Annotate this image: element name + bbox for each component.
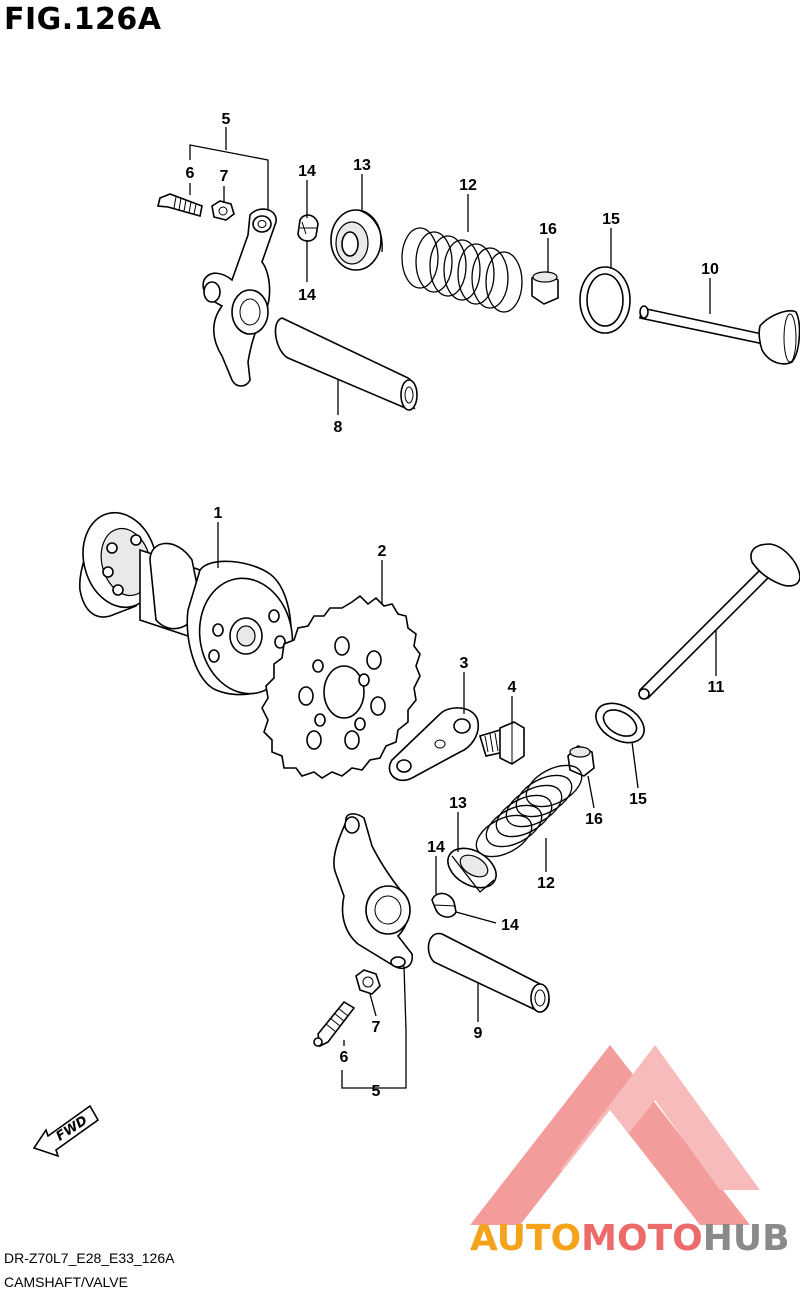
watermark-logo-icon: [470, 1045, 760, 1225]
callout-14-lower-left: 14: [427, 839, 445, 856]
watermark-moto: MOTO: [581, 1218, 703, 1259]
watermark-hub: HUB: [703, 1218, 790, 1259]
leader-lines: [189, 127, 717, 1089]
lock-nut-top: [211, 200, 235, 221]
intake-valve: [638, 543, 800, 700]
camshaft-plate: [388, 707, 480, 782]
spring-seat-washer-lower: [595, 702, 645, 744]
callout-9: 9: [474, 1025, 483, 1042]
forward-direction-icon: FWD: [32, 1104, 100, 1158]
valve-cotter-top: [297, 214, 319, 242]
callout-12-lower: 12: [537, 875, 555, 892]
rocker-shaft-top: [274, 317, 418, 411]
callout-6-top: 6: [186, 165, 195, 182]
adjusting-screw-lower: [313, 1000, 356, 1048]
callout-14-lower-right: 14: [501, 917, 519, 934]
callout-1: 1: [214, 505, 223, 522]
camshaft: [79, 511, 294, 696]
callout-14-top-lower: 14: [298, 287, 316, 304]
cam-sprocket: [261, 594, 421, 779]
spring-retainer-top: [330, 209, 383, 271]
callout-15-lower: 15: [629, 791, 647, 808]
callout-16-lower: 16: [585, 811, 603, 828]
callout-7-lower: 7: [372, 1019, 381, 1036]
figure-title: FIG.126A: [4, 2, 162, 37]
valve-cotter-lower: [431, 892, 457, 918]
callout-14-top-upper: 14: [298, 163, 316, 180]
callout-13-lower: 13: [449, 795, 467, 812]
callout-13-top: 13: [353, 157, 371, 174]
callout-numbers: 5 6 7 14 14 13 12 16 15 10 8 1 2 3 4 11 …: [186, 111, 725, 1100]
callout-3: 3: [460, 655, 469, 672]
callout-5-lower: 5: [372, 1083, 381, 1100]
spring-retainer-lower: [447, 847, 497, 893]
callout-12-top: 12: [459, 177, 477, 194]
callout-8-top: 8: [334, 419, 343, 436]
svg-text:AUTOMOTOHUB: AUTOMOTOHUB: [470, 1218, 790, 1259]
figure-code: DR-Z70L7_E28_E33_126A: [4, 1250, 175, 1266]
watermark-auto: AUTO: [470, 1218, 581, 1259]
rocker-arm-lower: [333, 813, 414, 970]
callout-16-top: 16: [539, 221, 557, 238]
callout-10-top: 10: [701, 261, 719, 278]
valve-stem-seal-top: [531, 271, 559, 305]
exhaust-valve-top: [639, 305, 800, 365]
valve-spring-lower: [475, 764, 583, 858]
valve-stem-seal-lower: [567, 745, 595, 777]
callout-2: 2: [378, 543, 387, 560]
adjusting-screw-top: [156, 193, 203, 218]
rocker-arm-top: [202, 208, 277, 387]
figure-caption: CAMSHAFT/VALVE: [4, 1274, 128, 1290]
callout-11: 11: [708, 679, 725, 696]
valve-spring-top: [401, 227, 523, 313]
watermark: AUTOMOTOHUB: [470, 1218, 790, 1259]
callout-15-top: 15: [602, 211, 620, 228]
callout-6-lower: 6: [340, 1049, 349, 1066]
lock-nut-lower: [355, 969, 381, 995]
callout-5-top: 5: [222, 111, 231, 128]
plate-bolt: [479, 721, 525, 765]
rocker-shaft-lower: [427, 932, 550, 1013]
callout-7-top: 7: [220, 168, 229, 185]
callout-4: 4: [508, 679, 517, 696]
spring-seat-washer-top: [579, 266, 631, 334]
